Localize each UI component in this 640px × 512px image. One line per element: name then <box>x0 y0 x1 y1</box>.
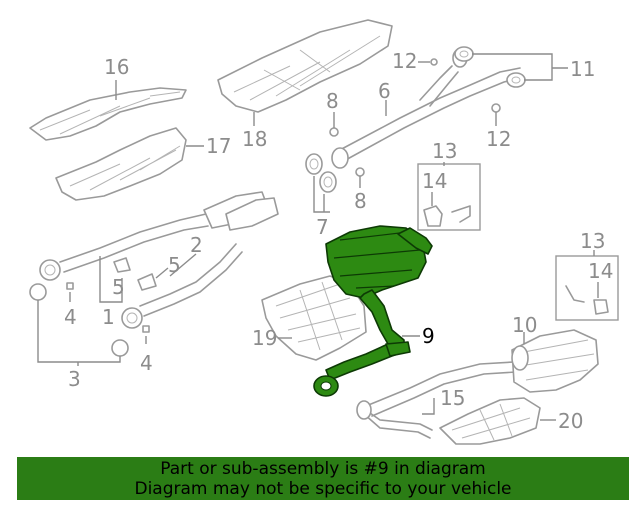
callout-4b[interactable]: 4 <box>140 351 153 375</box>
callout-10[interactable]: 10 <box>512 313 537 337</box>
callout-6[interactable]: 6 <box>378 79 391 103</box>
callout-13a[interactable]: 13 <box>432 139 457 163</box>
part-17-heat-shield[interactable] <box>55 127 187 201</box>
info-banner: Part or sub-assembly is #9 in diagram Di… <box>17 457 629 500</box>
leader-1 <box>99 256 123 303</box>
part-14-hanger-lower[interactable] <box>565 285 609 315</box>
callout-7[interactable]: 7 <box>316 215 329 239</box>
part-14-hanger-upper[interactable] <box>423 205 471 227</box>
leader-2 <box>169 253 197 277</box>
leader-3 <box>37 300 121 366</box>
detail-box-13-lower <box>555 255 619 321</box>
part-19-heat-shield[interactable] <box>261 275 367 361</box>
callout-14b[interactable]: 14 <box>588 259 613 283</box>
part-7-gasket[interactable] <box>305 153 337 193</box>
banner-line-part: Part or sub-assembly is #9 in diagram <box>160 459 486 479</box>
exhaust-system-diagram: 16 17 18 6 11 12 12 8 8 <box>29 19 619 445</box>
callout-13b[interactable]: 13 <box>580 229 605 253</box>
leader-5b <box>155 267 169 279</box>
part-4-nut-left[interactable] <box>66 282 74 290</box>
part-5-hanger-right[interactable] <box>137 273 157 291</box>
callout-9[interactable]: 9 <box>422 324 435 348</box>
callout-11[interactable]: 11 <box>570 57 595 81</box>
callout-5a[interactable]: 5 <box>112 275 125 299</box>
part-12-nut-lower[interactable] <box>491 103 501 113</box>
detail-box-13-upper <box>417 163 481 231</box>
part-2-front-pipe-assembly[interactable] <box>39 191 279 329</box>
leader-7 <box>313 176 330 213</box>
callout-17[interactable]: 17 <box>206 134 231 158</box>
callout-20[interactable]: 20 <box>558 409 583 433</box>
part-20-heat-shield[interactable] <box>439 397 541 445</box>
callout-8a[interactable]: 8 <box>326 89 339 113</box>
banner-line-disclaimer: Diagram may not be specific to your vehi… <box>134 479 512 499</box>
callout-3[interactable]: 3 <box>68 367 81 391</box>
callout-1[interactable]: 1 <box>102 305 115 329</box>
callout-8b[interactable]: 8 <box>354 189 367 213</box>
part-11-gasket[interactable] <box>454 46 526 88</box>
part-10-rear-muffler[interactable] <box>365 329 599 417</box>
callout-4a[interactable]: 4 <box>64 305 77 329</box>
callout-19[interactable]: 19 <box>252 326 277 350</box>
part-16-heat-shield[interactable] <box>29 87 187 141</box>
leader-11 <box>472 53 568 81</box>
part-5-hanger-left[interactable] <box>113 257 131 273</box>
part-8-clip-lower[interactable] <box>355 167 365 177</box>
part-12-nut-upper[interactable] <box>430 58 438 66</box>
part-8-clip-upper[interactable] <box>329 127 339 137</box>
callout-12b[interactable]: 12 <box>486 127 511 151</box>
callout-15[interactable]: 15 <box>440 386 465 410</box>
part-15-rear-pipe[interactable] <box>356 400 433 439</box>
callout-18[interactable]: 18 <box>242 127 267 151</box>
callout-5b[interactable]: 5 <box>168 253 181 277</box>
callout-14a[interactable]: 14 <box>422 169 447 193</box>
callout-16[interactable]: 16 <box>104 55 129 79</box>
leader-15 <box>422 398 435 415</box>
callout-12a[interactable]: 12 <box>392 49 417 73</box>
part-18-tunnel-heat-shield[interactable] <box>217 19 393 113</box>
part-4-nut-right[interactable] <box>142 325 150 333</box>
callout-2[interactable]: 2 <box>190 233 203 257</box>
part-9-muffler-assembly-highlighted[interactable] <box>313 225 433 397</box>
